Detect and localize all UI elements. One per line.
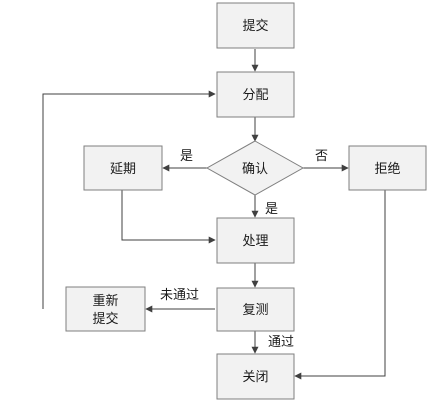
node-delay: 延期 (83, 145, 163, 191)
edge-label-confirm-reject: 否 (315, 149, 328, 164)
node-confirm: 确认 (205, 140, 305, 196)
edge-delay-process (121, 190, 216, 244)
edge-label-confirm-process: 是 (265, 202, 278, 217)
edge-label-retest-fail: 未通过 (160, 288, 199, 303)
node-assign: 分配 (216, 71, 295, 118)
node-delay-label: 延期 (110, 162, 136, 177)
node-retest-label: 复测 (242, 303, 268, 318)
node-close: 关闭 (216, 353, 295, 400)
edge-label-retest-pass: 通过 (268, 335, 294, 350)
edge-label-confirm-delay: 是 (180, 149, 193, 164)
edge-reject-close (294, 190, 386, 380)
edge-resubmit-assign (42, 90, 216, 309)
node-assign-label: 分配 (242, 88, 268, 103)
node-submit: 提交 (216, 2, 295, 49)
node-process-label: 处理 (242, 234, 268, 249)
node-close-label: 关闭 (242, 370, 268, 385)
node-confirm-label: 确认 (242, 162, 268, 177)
node-reject-label: 拒绝 (374, 161, 400, 177)
node-reject: 拒绝 (348, 145, 427, 191)
edges (42, 49, 386, 380)
node-resubmit: 重新 提交 (65, 286, 146, 332)
node-process: 处理 (216, 217, 295, 264)
node-retest: 复测 (216, 287, 295, 332)
node-submit-label: 提交 (242, 18, 268, 34)
node-resubmit-label-line2: 提交 (92, 311, 118, 327)
node-resubmit-label-line1: 重新 (92, 293, 118, 309)
